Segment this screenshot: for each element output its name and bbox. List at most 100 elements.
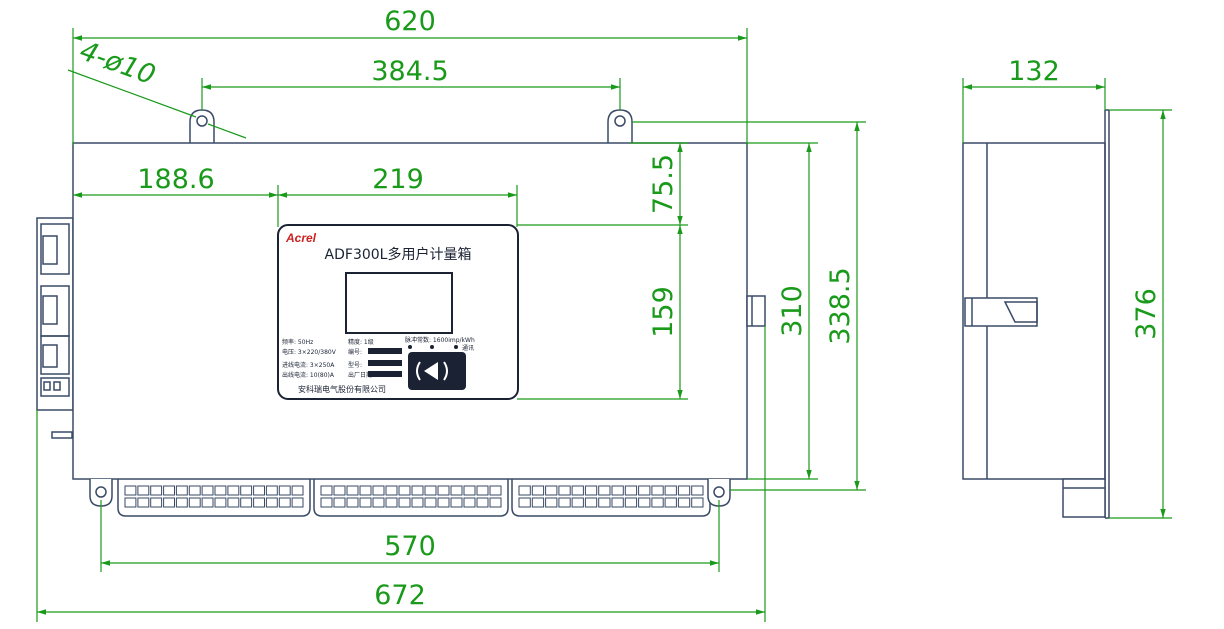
terminal-cell [240,485,253,496]
terminal-cell [163,497,176,508]
terminal-cell [201,485,214,496]
dim-side-height: 376 [1131,288,1162,340]
terminal-cell [691,497,704,508]
side-view [962,109,1110,519]
terminal-cell [638,485,651,496]
terminal-cell [664,497,677,508]
terminal-cell [253,485,266,496]
terminal-cell [124,497,137,508]
terminal-cell [372,485,385,496]
dim-left-offset: 188.6 [137,164,214,195]
terminal-cell [558,497,571,508]
dim-top-offset: 75.5 [648,154,679,214]
terminal-cell [437,485,450,496]
dim-body-height: 310 [777,285,808,337]
terminal-cell [291,485,304,496]
terminal-cell [265,485,278,496]
terminal-cell [558,485,571,496]
terminal-cell [677,485,691,496]
terminal-cell [651,497,664,508]
terminal-cell [437,497,450,508]
bottom-right-hole [713,486,725,498]
pulse-label: 脉冲常数: 1600imp/kWh [405,336,475,344]
terminal-cell [253,497,266,508]
terminal-cell [598,485,611,496]
spec-mid-1: 编号: [348,348,362,356]
terminal-cell [214,485,227,496]
terminal-cell [651,485,664,496]
terminal-cell [163,485,176,496]
rfid-card-icon [408,352,466,390]
terminal-cell [424,497,437,508]
terminal-cell [545,497,558,508]
terminal-cell [333,485,346,496]
terminal-cell [278,485,291,496]
terminal-cell [424,485,437,496]
spec-mid-3: 出厂日期: [348,371,374,379]
terminal-cell [188,485,201,496]
terminal-cell [150,497,163,508]
terminal-cell [265,497,278,508]
spec-left-0: 频率: 50Hz [282,338,313,346]
nameplate-panel: Acrel ADF300L多用户计量箱 频率: 50Hz 电压: 3×220/3… [277,224,519,400]
terminal-cell [227,497,240,508]
terminal-cell [518,497,531,508]
terminal-cell [398,485,411,496]
terminal-cell [518,485,531,496]
terminal-cell [214,497,227,508]
terminal-cell [150,485,163,496]
bottom-left-hole [95,486,107,498]
terminal-cell [489,497,502,508]
terminal-cell [411,497,424,508]
dim-total-width: 672 [374,580,426,611]
terminal-cell [201,497,214,508]
dimension-lines [36,28,1172,622]
terminal-cell [398,497,411,508]
spec-left-3: 出线电流: 10(80)A [282,371,335,379]
terminal-cell [624,497,638,508]
terminal-cell [638,497,651,508]
terminal-cell [571,497,584,508]
terminal-cell [545,485,558,496]
spec-left-1: 电压: 3×220/380V [282,348,337,356]
terminal-cell [385,485,398,496]
terminal-cell [124,485,137,496]
terminal-cell [188,497,201,508]
terminal-cell [489,485,502,496]
panel-title: ADF300L多用户计量箱 [325,246,472,263]
terminal-cell [463,497,476,508]
terminal-cell [611,497,624,508]
dim-overall-width: 620 [384,6,436,37]
terminal-cell [584,485,598,496]
terminal-cell [664,485,677,496]
terminal-cell [175,497,188,508]
terminal-cell [385,497,398,508]
side-knob [746,295,766,327]
terminal-cell [320,497,333,508]
company-name: 安科瑞电气股份有限公司 [298,384,386,394]
spec-mid-0: 精度: 1级 [348,338,374,346]
terminal-cell [227,485,240,496]
dim-panel-height: 159 [648,286,679,338]
terminal-cell [571,485,584,496]
terminal-cell [137,485,150,496]
side-terminal [1062,478,1106,518]
terminal-cell [476,497,489,508]
terminal-cell [450,485,463,496]
terminal-cell [359,485,372,496]
top-left-hole [196,115,208,127]
terminal-cell [677,497,691,508]
spec-left-2: 进线电流: 3×250A [282,361,335,369]
terminal-cell [346,497,359,508]
terminal-cell [450,497,463,508]
terminal-cell [691,485,704,496]
terminal-cell [624,485,638,496]
top-right-hole [614,115,626,127]
terminal-cell [333,497,346,508]
brand-logo: Acrel [285,231,317,245]
terminal-cell [240,497,253,508]
terminal-strips [117,479,711,517]
terminal-cell [531,485,545,496]
terminal-cell [584,497,598,508]
